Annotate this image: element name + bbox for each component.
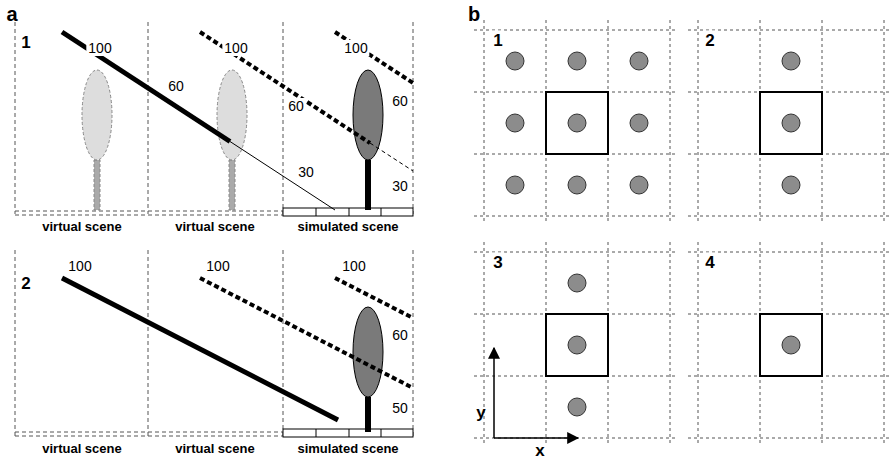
sun-ray <box>62 32 413 210</box>
grid-line <box>670 20 671 224</box>
grid-line <box>670 242 671 446</box>
scene-label: simulated scene <box>295 219 400 234</box>
panel-number: 1 <box>19 33 32 52</box>
panel-number: 2 <box>703 31 716 50</box>
tree-dot <box>782 52 800 70</box>
grid-line <box>698 242 699 446</box>
grid-line <box>688 438 892 439</box>
tree-dot <box>630 176 648 194</box>
grid-line <box>698 20 699 224</box>
grid-line <box>474 216 678 217</box>
grid-line <box>884 20 885 224</box>
tree-dot <box>630 52 648 70</box>
tree-dot <box>568 398 586 416</box>
height-value: 60 <box>286 98 306 114</box>
centre-cell <box>546 314 608 376</box>
tree-dot <box>506 176 524 194</box>
centre-cell <box>760 314 822 376</box>
scene-label: virtual scene <box>40 219 124 234</box>
height-value: 60 <box>166 78 186 94</box>
tree-dot <box>568 274 586 292</box>
panel-letter: b <box>466 3 482 25</box>
axis-label: x <box>533 441 546 459</box>
panel-letter: a <box>4 3 19 25</box>
grid-line <box>484 20 485 224</box>
centre-cell <box>546 92 608 154</box>
scene-label: simulated scene <box>295 441 400 456</box>
virtual-tree <box>82 70 247 210</box>
panel-number: 2 <box>19 274 32 293</box>
height-value: 100 <box>86 40 113 56</box>
tree-dot <box>782 336 800 354</box>
scene-label: virtual scene <box>173 219 257 234</box>
scene-label: virtual scene <box>173 441 257 456</box>
height-value: 50 <box>390 400 410 416</box>
simulated-tree <box>353 70 383 432</box>
tree-dot <box>630 114 648 132</box>
axis-label: y <box>474 403 487 422</box>
height-value: 60 <box>390 93 410 109</box>
grid-line <box>688 252 892 253</box>
tree-dot <box>568 336 586 354</box>
grid-panels <box>474 20 892 446</box>
grid-line <box>688 30 892 31</box>
panel-number: 3 <box>491 253 504 272</box>
panel-number: 4 <box>703 253 716 272</box>
axis-arrow <box>494 348 578 438</box>
tree-dot <box>782 114 800 132</box>
height-value: 100 <box>66 258 93 274</box>
grid-line <box>474 438 678 439</box>
tree-dot <box>568 114 586 132</box>
tree-dot <box>568 176 586 194</box>
height-value: 100 <box>222 40 249 56</box>
tree-dot <box>506 114 524 132</box>
tree-dot <box>782 176 800 194</box>
scene-label: virtual scene <box>40 441 124 456</box>
grid-line <box>688 216 892 217</box>
height-value: 30 <box>390 178 410 194</box>
height-value: 100 <box>340 258 367 274</box>
height-value: 60 <box>390 327 410 343</box>
panel-number: 1 <box>491 31 504 50</box>
grid-line <box>884 242 885 446</box>
height-value: 100 <box>342 40 369 56</box>
height-value: 30 <box>296 164 316 180</box>
height-value: 100 <box>204 258 231 274</box>
sun-ray <box>62 278 413 420</box>
centre-cell <box>760 92 822 154</box>
tree-dot <box>568 52 586 70</box>
scene-divider <box>15 22 413 437</box>
tree-dot <box>506 52 524 70</box>
